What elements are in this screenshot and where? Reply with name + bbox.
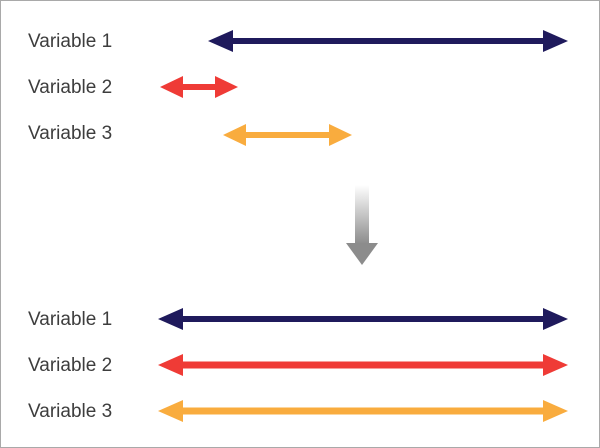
down-arrow-icon	[346, 185, 378, 265]
before-label-variable-2: Variable 2	[28, 77, 113, 98]
before-label-variable-3: Variable 3	[28, 123, 113, 144]
after-label-variable-3: Variable 3	[28, 401, 113, 422]
after-arrow-variable-2	[158, 354, 568, 376]
before-arrow-variable-3	[223, 124, 352, 146]
after-label-variable-2: Variable 2	[28, 355, 113, 376]
after-arrow-variable-3	[158, 400, 568, 422]
before-label-variable-1: Variable 1	[28, 31, 113, 52]
after-label-variable-1: Variable 1	[28, 309, 113, 330]
before-arrow-variable-1	[208, 30, 568, 52]
before-arrow-variable-2	[160, 76, 238, 98]
after-arrow-variable-1	[158, 308, 568, 330]
